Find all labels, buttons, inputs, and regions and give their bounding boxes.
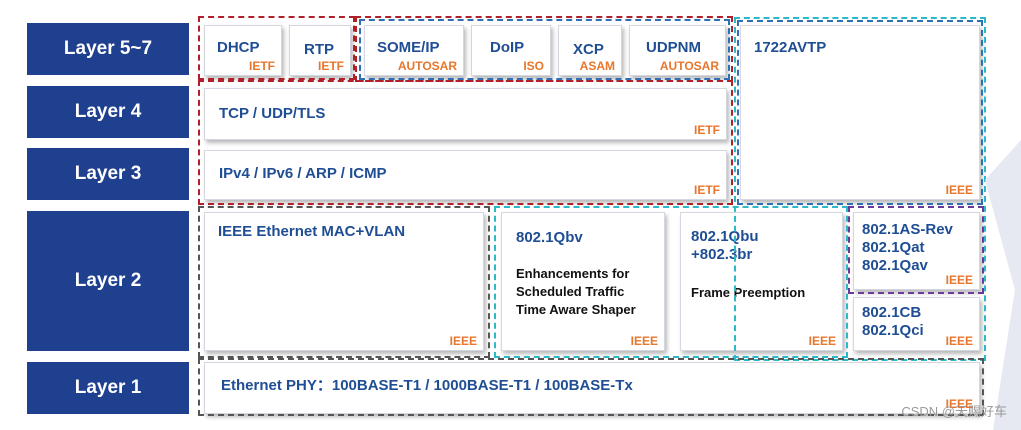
layer-4-label: Layer 4 bbox=[27, 86, 189, 138]
decorative-corner-shape bbox=[985, 140, 1021, 430]
avtp-org: IEEE bbox=[945, 183, 973, 197]
as-org: IEEE bbox=[945, 273, 973, 287]
rtp-name: RTP bbox=[304, 41, 334, 58]
someip-org: AUTOSAR bbox=[397, 59, 457, 73]
xcp-box: XCP ASAM bbox=[558, 25, 622, 76]
xcp-name: XCP bbox=[573, 41, 604, 58]
doip-box: DoIP ISO bbox=[471, 25, 551, 76]
ip-name: IPv4 / IPv6 / ARP / ICMP bbox=[219, 165, 387, 182]
watermark: CSDN @天赐好车 bbox=[901, 404, 1007, 419]
qbu-name: 802.1Qbu +802.3br bbox=[691, 228, 759, 263]
as-box: 802.1AS-Rev 802.1Qat 802.1Qav IEEE bbox=[853, 212, 980, 290]
cb-org: IEEE bbox=[945, 334, 973, 348]
layer-2-label: Layer 2 bbox=[27, 211, 189, 351]
phy-org: IEEE bbox=[945, 397, 973, 411]
rtp-org: IETF bbox=[318, 59, 344, 73]
layer-3-label: Layer 3 bbox=[27, 148, 189, 200]
dhcp-name: DHCP bbox=[217, 39, 260, 56]
udpnm-org: AUTOSAR bbox=[659, 59, 719, 73]
rtp-box: RTP IETF bbox=[289, 25, 351, 76]
tcp-org: IETF bbox=[694, 123, 720, 137]
qbv-box: 802.1Qbv Enhancements for Scheduled Traf… bbox=[501, 212, 665, 351]
qbv-desc: Enhancements for Scheduled Traffic Time … bbox=[516, 266, 636, 317]
phy-box: Ethernet PHY：100BASE-T1 / 1000BASE-T1 / … bbox=[204, 362, 980, 414]
tcp-box: TCP / UDP/TLS IETF bbox=[204, 88, 727, 140]
qbu-org: IEEE bbox=[808, 334, 836, 348]
someip-box: SOME/IP AUTOSAR bbox=[364, 25, 464, 76]
udpnm-name: UDPNM bbox=[646, 39, 701, 56]
ip-org: IETF bbox=[694, 183, 720, 197]
mac-box: IEEE Ethernet MAC+VLAN IEEE bbox=[204, 212, 484, 351]
layer-5-7-label: Layer 5~7 bbox=[27, 23, 189, 75]
udpnm-box: UDPNM AUTOSAR bbox=[629, 25, 726, 76]
dhcp-org: IETF bbox=[249, 59, 275, 73]
qbv-org: IEEE bbox=[630, 334, 658, 348]
tcp-name: TCP / UDP/TLS bbox=[219, 105, 326, 122]
qbu-box: 802.1Qbu +802.3br Frame Preemption IEEE bbox=[680, 212, 843, 351]
mac-org: IEEE bbox=[449, 334, 477, 348]
qbv-name: 802.1Qbv bbox=[516, 229, 583, 246]
phy-name: Ethernet PHY：100BASE-T1 / 1000BASE-T1 / … bbox=[221, 377, 633, 394]
ip-box: IPv4 / IPv6 / ARP / ICMP IETF bbox=[204, 150, 727, 200]
layer-1-label: Layer 1 bbox=[27, 362, 189, 414]
cb-box: 802.1CB 802.1Qci IEEE bbox=[853, 297, 980, 351]
doip-org: ISO bbox=[523, 59, 544, 73]
qbu-desc: Frame Preemption bbox=[691, 285, 806, 300]
doip-name: DoIP bbox=[490, 39, 525, 56]
avtp-name: 1722AVTP bbox=[754, 39, 827, 56]
dhcp-box: DHCP IETF bbox=[204, 25, 282, 76]
as-name: 802.1AS-Rev 802.1Qat 802.1Qav bbox=[862, 221, 953, 274]
xcp-org: ASAM bbox=[579, 59, 615, 73]
mac-name: IEEE Ethernet MAC+VLAN bbox=[218, 223, 406, 240]
someip-name: SOME/IP bbox=[377, 39, 440, 56]
cb-name: 802.1CB 802.1Qci bbox=[862, 304, 924, 339]
avtp-box: 1722AVTP IEEE bbox=[740, 25, 980, 200]
